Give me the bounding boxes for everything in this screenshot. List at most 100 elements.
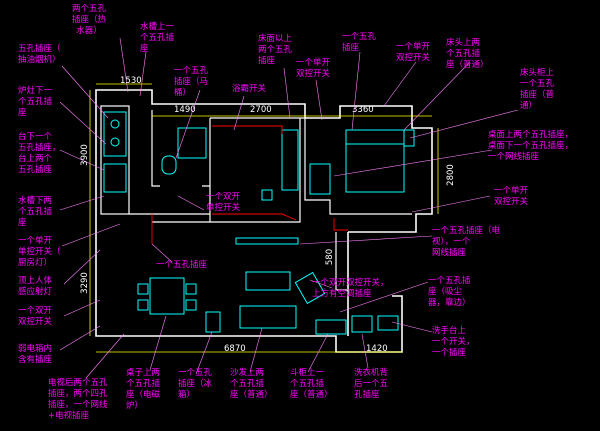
wardrobe bbox=[281, 129, 299, 191]
shower-area bbox=[177, 127, 207, 159]
leader-5 bbox=[233, 95, 245, 131]
dimension-left-2: 3290 bbox=[79, 272, 90, 294]
leader-30 bbox=[249, 327, 263, 373]
annotation-desk: 桌面上两个五孔插座， 桌面下一个五孔插座， 一个网线插座 bbox=[488, 130, 574, 162]
annotation-switch-right: 一个单开 双控开关 bbox=[494, 186, 529, 207]
annotation-water-heater: 两个五孔 插座（热 水器） bbox=[72, 4, 107, 36]
leader-26 bbox=[59, 325, 101, 351]
leader-20 bbox=[299, 235, 433, 245]
leader-27 bbox=[85, 333, 125, 379]
leader-4 bbox=[175, 89, 201, 159]
leader-28 bbox=[149, 315, 167, 371]
dimension-top-4: 3360 bbox=[352, 105, 374, 115]
annotation-sink-below: 水槽下两 个五孔插 座 bbox=[18, 196, 53, 228]
annotation-vacuum: 一个五孔插 座（吸尘 器，靠边） bbox=[428, 276, 471, 308]
dining-table bbox=[149, 277, 185, 315]
study-wiring bbox=[212, 213, 297, 221]
leader-15 bbox=[411, 195, 491, 213]
leader-6 bbox=[283, 67, 291, 119]
leader-32 bbox=[361, 333, 369, 369]
leader-13 bbox=[59, 149, 105, 171]
annotation-bath-heater: 浴霸开关 bbox=[232, 84, 267, 94]
annotation-nightstand: 床头柜上 一个五孔 插座（普 通） bbox=[520, 68, 555, 111]
leader-8 bbox=[351, 51, 361, 131]
kitchen-room bbox=[100, 105, 130, 215]
dining-chair-3 bbox=[185, 283, 197, 295]
leader-18 bbox=[61, 223, 121, 247]
annotation-cabinet: 斗柜上一 个五孔插 座（普通） bbox=[290, 368, 333, 400]
leader-31 bbox=[307, 333, 329, 373]
annotation-outlet-hall: 一个五孔插座 bbox=[156, 260, 208, 270]
annotation-stove: 炉灶下一 个五孔插 座 bbox=[18, 86, 53, 118]
annotation-ac: 一个双开双控开关， 上方有空调插座 bbox=[312, 278, 389, 299]
annotation-bedhead: 床头上两 个五孔插 座（普通） bbox=[446, 38, 489, 70]
annotation-sofa: 沙发上两 个五孔插 座（普通） bbox=[230, 368, 273, 400]
leader-12 bbox=[59, 101, 107, 145]
exterior-walls bbox=[95, 89, 433, 353]
leader-21 bbox=[63, 249, 101, 285]
annotation-toilet: 一个五孔 插座（马 桶） bbox=[174, 66, 209, 98]
leader-2 bbox=[139, 51, 147, 97]
bedroom-walls bbox=[304, 118, 412, 215]
leader-11 bbox=[409, 109, 519, 139]
annotation-motion-light: 顶上人体 感应射灯 bbox=[18, 276, 53, 297]
annotation-tv: 一个五孔插座（电 视），一个 网线插座 bbox=[432, 226, 501, 258]
side-cabinet bbox=[205, 311, 221, 333]
bed-pillows bbox=[345, 129, 405, 145]
leader-17 bbox=[177, 195, 205, 211]
annotation-above-bed: 床面以上 两个五孔 插座 bbox=[258, 34, 293, 66]
sofa bbox=[239, 305, 297, 329]
annotation-sink-top: 水槽上一 个五孔插 座 bbox=[140, 22, 175, 54]
annotation-kitchen-light: 一个单开 单控开关（ 厨房灯） bbox=[18, 236, 61, 268]
leader-25 bbox=[391, 321, 433, 333]
stove-burner bbox=[110, 137, 120, 147]
leader-24 bbox=[309, 279, 333, 289]
annotation-tv-back: 电视后两个五孔 插座，两个四孔 插座，一个网线 +电视插座 bbox=[48, 378, 108, 421]
shoe-cabinet bbox=[315, 319, 347, 335]
leader-19 bbox=[151, 243, 173, 263]
dimension-top-1: 1530 bbox=[120, 76, 142, 86]
dimension-top-3: 2700 bbox=[250, 105, 272, 115]
furniture bbox=[103, 111, 415, 335]
annotation-fridge: 一个五孔 插座（冰 箱） bbox=[178, 368, 213, 400]
annotation-double-switch: 一个双开 单控开关 bbox=[206, 192, 241, 213]
dimension-bottom-1: 6870 bbox=[224, 344, 246, 354]
kitchen-counter bbox=[103, 111, 127, 157]
annotation-washer: 洗衣机背 后一个五 孔插座 bbox=[354, 368, 389, 400]
annotation-weak-box: 弱电箱内 含有插座 bbox=[18, 344, 53, 365]
toilet bbox=[161, 155, 177, 175]
annotation-double-switch-left: 一个双开 双控开关 bbox=[18, 306, 53, 327]
leader-7 bbox=[315, 79, 323, 121]
dining-chair-4 bbox=[185, 299, 197, 311]
dining-chair-1 bbox=[137, 283, 149, 295]
wiring bbox=[151, 125, 348, 244]
study-chair bbox=[261, 189, 273, 201]
annotation-range-hood: 五孔插座（ 抽油烟机） bbox=[18, 44, 61, 65]
dimension-right-2: 580 bbox=[325, 248, 336, 266]
leader-3 bbox=[61, 65, 109, 119]
annotation-counter: 台下一个 五孔插座， 台上两个 五孔插座 bbox=[18, 132, 61, 175]
leader-29 bbox=[195, 331, 213, 375]
fridge bbox=[103, 163, 127, 193]
coffee-table bbox=[245, 271, 291, 291]
dimension-lines bbox=[89, 83, 439, 353]
bed bbox=[345, 129, 405, 193]
dimension-top-2: 1490 bbox=[174, 105, 196, 115]
dimension-left-1: 3900 bbox=[79, 144, 90, 166]
leader-10 bbox=[403, 61, 471, 131]
study-walls bbox=[209, 118, 301, 223]
interior-walls bbox=[100, 105, 412, 291]
leader-14 bbox=[333, 149, 493, 177]
sink-basin bbox=[110, 119, 120, 129]
nightstand bbox=[403, 129, 415, 147]
leader-lines bbox=[59, 37, 519, 379]
leader-23 bbox=[63, 299, 101, 317]
annotation-washbasin: 洗手台上 一个开关， 一个插座 bbox=[432, 326, 475, 358]
dining-chair-2 bbox=[137, 299, 149, 311]
entry-closet bbox=[335, 232, 348, 291]
annotation-table: 桌子上两 个五孔插 座（电磁 炉） bbox=[126, 368, 161, 411]
tv-cabinet bbox=[235, 237, 299, 245]
bath-wiring bbox=[212, 125, 283, 134]
dimension-bottom-2: 1420 bbox=[366, 344, 388, 354]
